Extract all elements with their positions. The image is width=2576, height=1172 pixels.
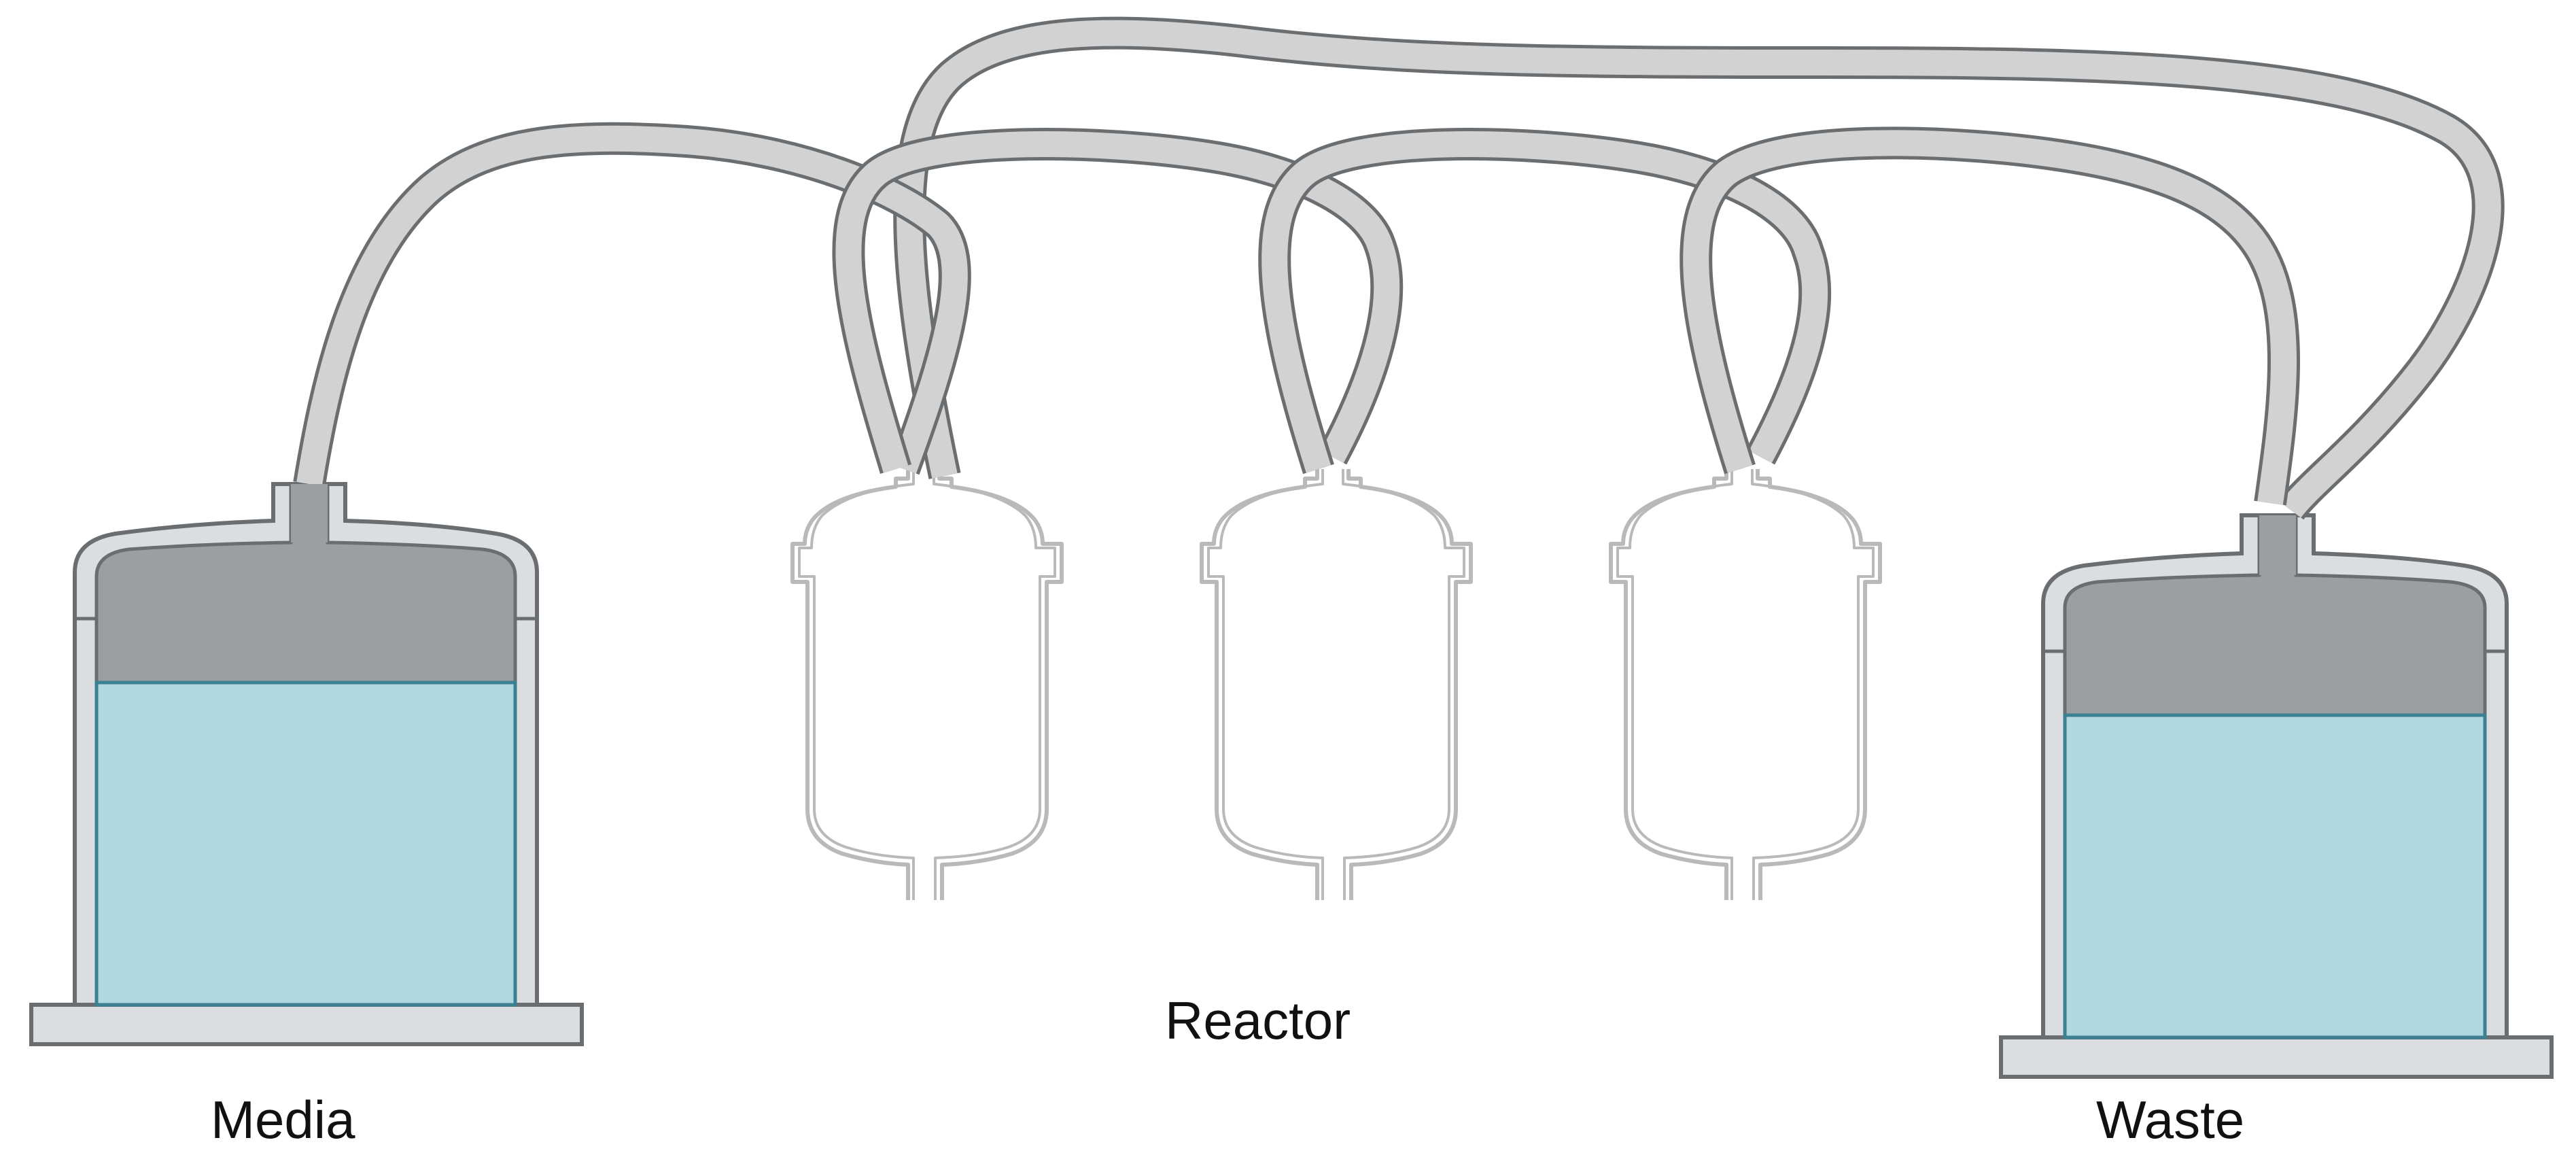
media-label: Media xyxy=(211,1090,355,1150)
waste-tank-neck xyxy=(2259,515,2296,575)
waste-tank-liquid xyxy=(2063,713,2487,1039)
tube-media-to-reactor-1 xyxy=(293,122,971,487)
tube-reactor-1-to-reactor-2 xyxy=(832,128,1404,475)
waste-tank-base xyxy=(1999,1035,2554,1079)
media-tank xyxy=(29,482,584,1046)
tube-reactor-1-to-waste xyxy=(893,16,2505,520)
tube-reactor-3-to-waste xyxy=(1679,126,2300,506)
tube-reactor-2-to-reactor-3 xyxy=(1258,128,1832,475)
media-tank-neck xyxy=(291,484,328,542)
reactor-vessel-3 xyxy=(1609,469,1882,900)
tubes xyxy=(293,16,2505,520)
reactor-vessel-2 xyxy=(1200,469,1473,900)
media-tank-liquid xyxy=(94,680,517,1007)
media-tank-base xyxy=(29,1003,584,1046)
waste-tank xyxy=(1999,513,2554,1079)
waste-label: Waste xyxy=(2096,1090,2245,1150)
reactor-vessel-1 xyxy=(790,469,1064,900)
reactor-label: Reactor xyxy=(1165,990,1351,1050)
